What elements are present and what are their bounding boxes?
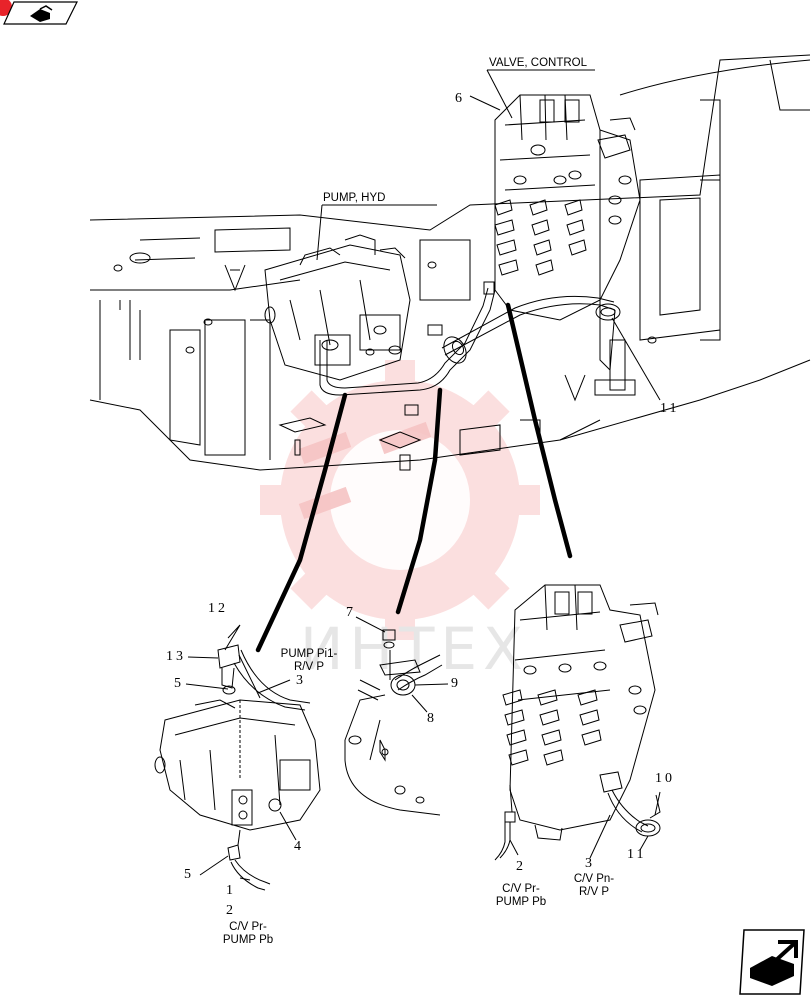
part-number-4: 4 <box>294 839 304 854</box>
part-number-5-bottom: 5 <box>184 867 194 882</box>
label-cv-pn-line1: C/V Pn- <box>573 873 615 885</box>
previous-page-icon <box>0 0 78 25</box>
label-pump-pi1-line2: R/V P <box>293 661 325 673</box>
part-number-11-bottom: 11 <box>627 847 647 862</box>
part-number-2-right: 2 <box>516 859 526 874</box>
detail-pump <box>154 644 321 891</box>
part-number-2-left: 2 <box>226 903 236 918</box>
part-number-5-top: 5 <box>174 676 184 691</box>
frame-blocks <box>278 404 422 471</box>
label-pump-pi1-line1: PUMP Pi1- <box>280 648 338 660</box>
part-number-13: 13 <box>166 649 186 664</box>
label-cv-pn-line2: R/V P <box>578 886 610 898</box>
part-number-1: 1 <box>226 883 236 898</box>
part-number-9: 9 <box>451 676 461 691</box>
detail-valve-leaders <box>509 791 661 859</box>
label-cv-pr-right-line2: PUMP Pb <box>495 896 547 908</box>
label-cv-pr-pump-pb-left: C/V Pr- PUMP Pb <box>215 921 281 947</box>
next-page-button[interactable] <box>738 928 806 996</box>
main-pilot-hoses <box>319 281 621 396</box>
part-number-6: 6 <box>455 91 465 106</box>
detail-control-valve <box>494 584 661 861</box>
detail-clamp <box>344 629 443 816</box>
part-number-7: 7 <box>346 605 356 620</box>
label-pump-hyd: PUMP, HYD <box>323 192 386 204</box>
watermark-text: ИНТЕХ <box>300 615 529 683</box>
part-number-3-left: 3 <box>296 673 306 688</box>
label-cv-pr-left-line2: PUMP Pb <box>222 934 274 946</box>
part-number-10: 10 <box>655 771 675 786</box>
label-pump-pi1-rvp: PUMP Pi1- R/V P <box>278 648 340 674</box>
previous-page-button[interactable] <box>0 0 78 26</box>
next-page-icon <box>739 929 805 995</box>
main-leaders <box>316 69 661 401</box>
part-number-12: 12 <box>208 601 228 616</box>
label-cv-pr-pump-pb-right: C/V Pr- PUMP Pb <box>488 883 554 909</box>
part-number-3-right: 3 <box>585 856 595 871</box>
machine-frame <box>89 54 811 471</box>
label-cv-pr-left-line1: C/V Pr- <box>229 921 267 933</box>
label-cv-pn-rvp: C/V Pn- R/V P <box>566 873 622 899</box>
main-pump <box>264 234 411 381</box>
detail-valve-spools <box>502 661 647 766</box>
detail-clamp-leaders <box>355 616 449 713</box>
detail-pump-leaders <box>185 624 297 881</box>
part-number-8: 8 <box>427 711 437 726</box>
label-cv-pr-right-line1: C/V Pr- <box>502 883 540 895</box>
detail-connector-lines <box>255 302 573 653</box>
valve-spools <box>494 170 632 276</box>
part-number-11-top: 11 <box>660 401 680 416</box>
label-valve-control: VALVE, CONTROL <box>489 57 587 69</box>
